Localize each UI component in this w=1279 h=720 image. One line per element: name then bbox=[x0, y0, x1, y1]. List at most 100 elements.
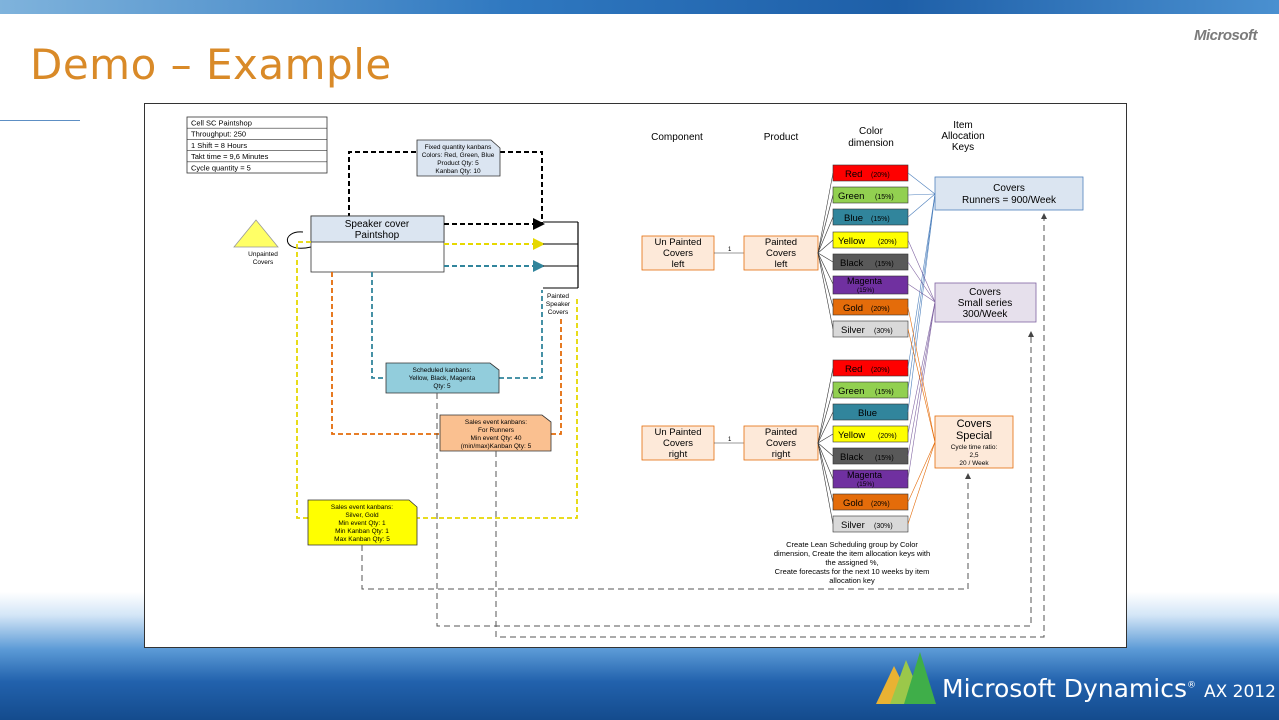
color-pct: (20%) bbox=[878, 239, 897, 246]
color-name: Magenta bbox=[847, 276, 882, 286]
silver-gold-line: Min Kanban Qty: 1 bbox=[335, 528, 389, 535]
link-left-qty: 1 bbox=[728, 247, 732, 253]
header-product: Product bbox=[764, 132, 799, 143]
runners-line: Min event Qty: 40 bbox=[471, 435, 522, 442]
header-color: Color bbox=[859, 126, 884, 137]
note-line: Create forecasts for the next 10 weeks b… bbox=[775, 567, 930, 576]
silver-gold-line: Min event Qty: 1 bbox=[338, 520, 386, 527]
orange-kanban-loop-right bbox=[551, 316, 562, 435]
fixed-kanban-card: Fixed quantity kanbans Colors: Red, Gree… bbox=[416, 139, 501, 177]
instruction-note: Create Lean Scheduling group by Color di… bbox=[774, 540, 930, 585]
color-name: Red bbox=[845, 364, 862, 375]
color-pct: (15%) bbox=[875, 455, 894, 462]
painted-label: Painted bbox=[547, 293, 569, 300]
color-pct: (20%) bbox=[871, 172, 890, 179]
registered-mark: ® bbox=[1187, 680, 1196, 691]
cell-info-table: Cell SC Paintshop Throughput: 250 1 Shif… bbox=[186, 116, 328, 174]
component-left-label: Covers bbox=[663, 248, 693, 259]
product-right: Painted Covers right bbox=[743, 425, 819, 461]
color-boxes-left: Red (20%) Green (15%) Blue (15%) Yellow … bbox=[832, 164, 909, 338]
allocation-lines-special bbox=[907, 306, 936, 525]
cell-info-row: Throughput: 250 bbox=[191, 130, 246, 139]
color-name: Silver bbox=[841, 520, 865, 531]
product-name: Microsoft Dynamics bbox=[942, 674, 1187, 703]
link-right-qty: 1 bbox=[728, 437, 732, 443]
color-pct: (20%) bbox=[871, 501, 890, 508]
color-name: Yellow bbox=[838, 236, 865, 247]
key-small-label: Covers bbox=[969, 287, 1001, 298]
note-line: allocation key bbox=[829, 576, 875, 585]
component-right: Un Painted Covers right bbox=[641, 425, 715, 461]
sales-event-silver-gold-card: Sales event kanbans: Silver, Gold Min ev… bbox=[307, 499, 418, 546]
color-pct: (15%) bbox=[875, 261, 894, 268]
fixed-kanban-line: Colors: Red, Green, Blue bbox=[422, 152, 495, 159]
color-pct: (20%) bbox=[878, 433, 897, 440]
scheduled-kanban-card: Scheduled kanbans: Yellow, Black, Magent… bbox=[385, 362, 500, 394]
header-keys: Item bbox=[953, 120, 972, 131]
component-right-label: Un Painted bbox=[654, 427, 701, 438]
product-left-label: Covers bbox=[766, 248, 796, 259]
fan-lines-left bbox=[817, 172, 834, 330]
color-name: Green bbox=[838, 191, 864, 202]
color-pct: (20%) bbox=[871, 306, 890, 313]
key-special-detail: 2,5 bbox=[969, 452, 978, 459]
header-component: Component bbox=[651, 132, 703, 143]
unpainted-covers-inventory: Unpainted Covers bbox=[233, 219, 279, 266]
allocation-lines-runners bbox=[907, 172, 936, 413]
runners-line: (min/max)Kanban Qty: 5 bbox=[461, 443, 532, 450]
paintshop-label: Paintshop bbox=[355, 230, 400, 241]
key-small-series: Covers Small series 300/Week bbox=[934, 282, 1037, 323]
fixed-kanban-loop-right bbox=[500, 151, 543, 224]
painted-label: Speaker bbox=[546, 301, 571, 308]
key-special-detail: 20 / Week bbox=[959, 460, 989, 467]
note-line: Create Lean Scheduling group by Color bbox=[786, 540, 918, 549]
color-name: Green bbox=[838, 386, 864, 397]
cell-info-row: Cell SC Paintshop bbox=[191, 119, 252, 128]
allocation-lines-small bbox=[907, 239, 936, 480]
key-runners-label: Covers bbox=[993, 183, 1025, 194]
scheduled-line: Qty: 5 bbox=[433, 383, 451, 390]
fixed-kanban-line: Fixed quantity kanbans bbox=[425, 144, 493, 151]
header-keys: Allocation bbox=[941, 131, 984, 142]
paintshop-label: Speaker cover bbox=[345, 219, 410, 230]
title-underline bbox=[0, 120, 80, 121]
fan-lines-right bbox=[817, 367, 834, 525]
key-small-label: 300/Week bbox=[963, 309, 1009, 320]
dynamics-logo-icon bbox=[876, 652, 936, 704]
orange-kanban-loop-left bbox=[331, 272, 440, 435]
supermarket-icon bbox=[543, 221, 579, 289]
component-left: Un Painted Covers left bbox=[641, 235, 715, 271]
scheduled-line: Yellow, Black, Magenta bbox=[409, 375, 476, 382]
product-right-label: right bbox=[772, 449, 791, 460]
color-pct: (20%) bbox=[871, 367, 890, 374]
key-special-title: Covers bbox=[957, 418, 992, 430]
dynamics-product-name: Microsoft Dynamics® AX 2012 bbox=[942, 674, 1276, 703]
sales-event-runners-card: Sales event kanbans: For Runners Min eve… bbox=[439, 414, 552, 452]
component-left-label: Un Painted bbox=[654, 237, 701, 248]
blue-kanban-loop-left bbox=[371, 272, 386, 379]
color-name: Gold bbox=[843, 303, 863, 314]
color-name: Magenta bbox=[847, 470, 882, 480]
diagram-canvas: Cell SC Paintshop Throughput: 250 1 Shif… bbox=[186, 116, 1084, 638]
scheduled-line: Scheduled kanbans: bbox=[413, 367, 472, 374]
key-small-label: Small series bbox=[958, 298, 1012, 309]
color-pct: (15%) bbox=[857, 481, 874, 488]
component-right-label: right bbox=[669, 449, 688, 460]
unpainted-label: Unpainted bbox=[248, 251, 278, 258]
component-right-label: Covers bbox=[663, 438, 693, 449]
color-name: Black bbox=[840, 258, 863, 269]
color-pct: (15%) bbox=[875, 389, 894, 396]
color-name: Blue bbox=[844, 213, 863, 224]
fixed-kanban-loop-left bbox=[348, 151, 417, 226]
color-pct: (30%) bbox=[874, 523, 893, 530]
key-special-title: Special bbox=[956, 430, 992, 442]
top-banner bbox=[0, 0, 1279, 14]
unpainted-label: Covers bbox=[253, 259, 274, 266]
column-headers: Component Product Color dimension Item A… bbox=[651, 120, 985, 153]
product-right-label: Painted bbox=[765, 427, 797, 438]
silver-gold-line: Sales event kanbans: bbox=[331, 504, 393, 511]
key-special-detail: Cycle time ratio: bbox=[951, 444, 998, 451]
diagram-panel: Cell SC Paintshop Throughput: 250 1 Shif… bbox=[144, 103, 1127, 648]
fixed-kanban-line: Kanban Qty: 10 bbox=[435, 168, 481, 175]
color-name: Yellow bbox=[838, 430, 865, 441]
